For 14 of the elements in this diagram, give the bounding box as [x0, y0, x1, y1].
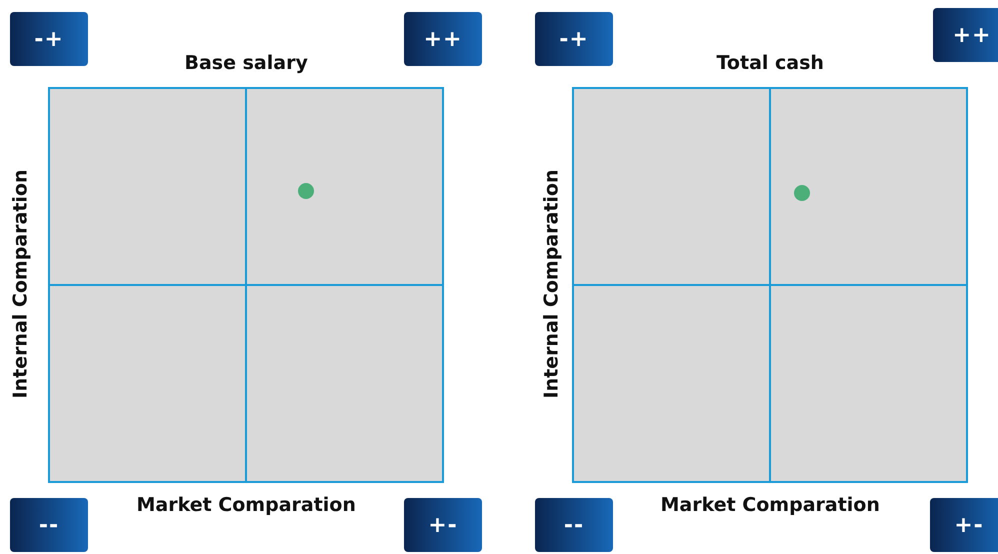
axis-label: Internal Comparation — [9, 170, 31, 398]
quadrant-badge: +- — [930, 498, 998, 552]
axis-label: Market Comparation — [136, 494, 356, 516]
quadrant-badge: -+ — [535, 12, 613, 66]
axis-label: Market Comparation — [660, 494, 880, 516]
chart-title: Total cash — [716, 52, 824, 74]
quadrant-badge: -- — [10, 498, 88, 552]
chart-title: Base salary — [184, 52, 308, 74]
quadrant-badge: -- — [535, 498, 613, 552]
quadrant-badge: ++ — [933, 8, 998, 62]
quadrant-badge: ++ — [404, 12, 482, 66]
quadrant-badge: -+ — [10, 12, 88, 66]
axis-label: Internal Comparation — [540, 170, 562, 398]
quadrant-badge: +- — [404, 498, 482, 552]
